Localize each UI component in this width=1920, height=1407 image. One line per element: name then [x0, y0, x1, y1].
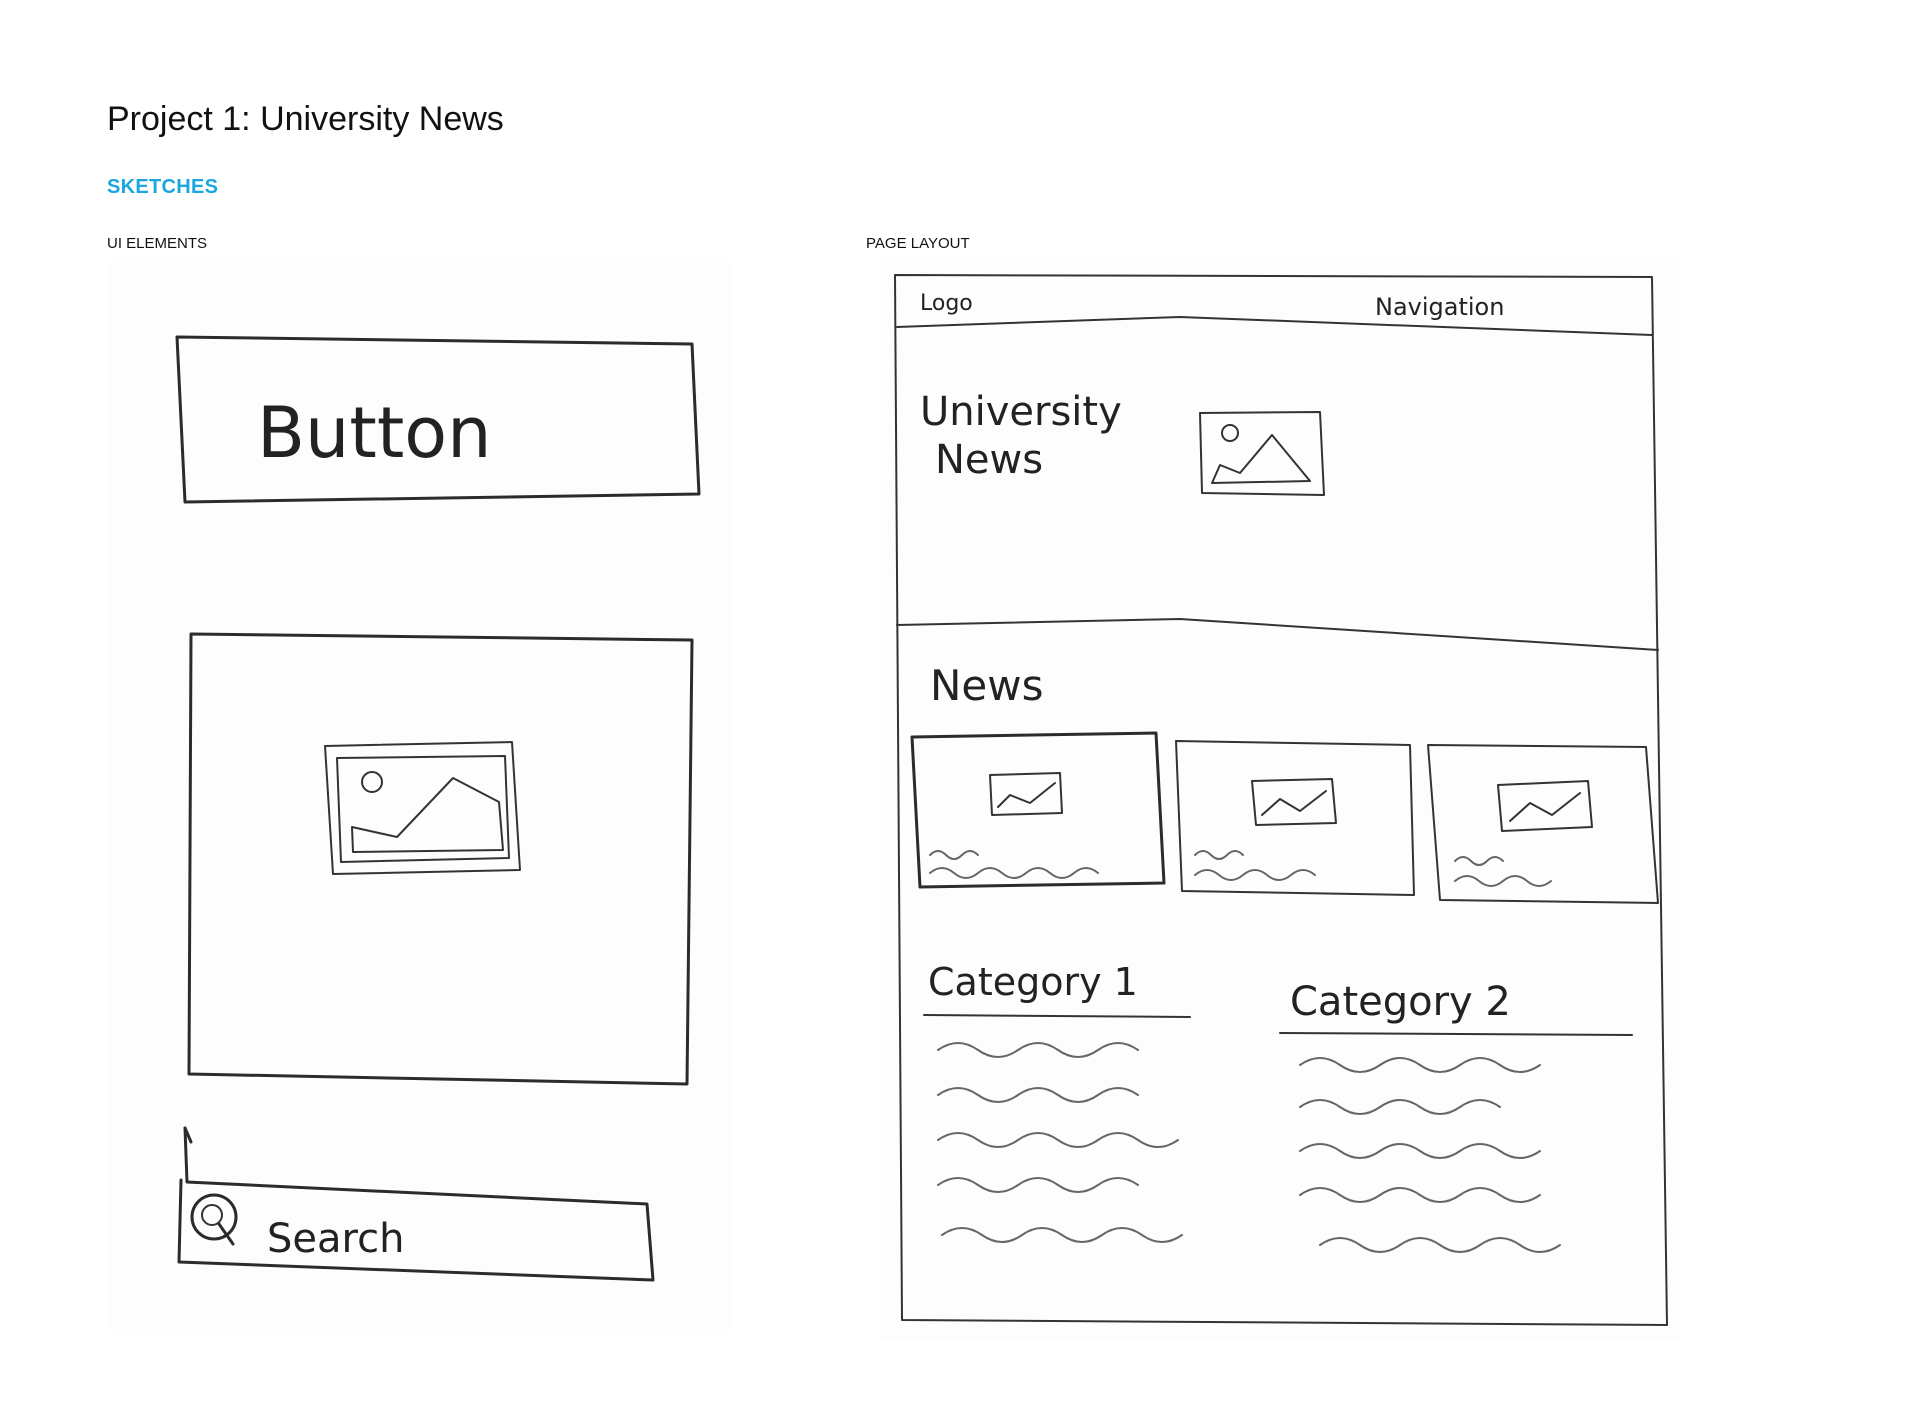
page-frame [894, 274, 1668, 1326]
hero-title-line2: News [935, 437, 1043, 483]
news-heading-sketch: News [930, 661, 1044, 710]
hero-sketch: University News [896, 389, 1659, 651]
sun-icon [361, 771, 383, 793]
search-sketch-label: Search [267, 1216, 404, 1262]
mountain-icon [351, 777, 504, 853]
nav-sketch-label: Navigation [1375, 293, 1504, 321]
category-2-sketch: Category 2 [1279, 979, 1633, 1253]
news-section-sketch: News [910, 661, 1659, 904]
category-1-heading: Category 1 [928, 960, 1138, 1004]
sun-icon [1221, 424, 1239, 442]
search-icon [190, 1193, 238, 1241]
page-layout-drawing: Logo Navigation University News News [894, 274, 1668, 1326]
news-card-sketch [1175, 740, 1415, 896]
mountain-icon [1211, 434, 1311, 484]
category-2-heading: Category 2 [1290, 979, 1511, 1025]
section-heading: SKETCHES [107, 176, 219, 198]
ui-elements-drawing: Button Search [175, 335, 701, 1282]
ui-elements-sketch: Button Search [107, 262, 731, 1330]
news-card-sketch [1427, 744, 1659, 904]
ui-elements-label: UI ELEMENTS [107, 235, 208, 252]
search-bar-sketch: Search [177, 1126, 655, 1282]
news-card-sketch [910, 731, 1166, 889]
page-layout-sketch: Logo Navigation University News News [880, 255, 1680, 1340]
page-layout-label: PAGE LAYOUT [866, 235, 970, 252]
logo-sketch-label: Logo [920, 291, 973, 316]
hero-title-line1: University [920, 389, 1122, 435]
page-title: Project 1: University News [107, 100, 504, 138]
button-sketch: Button [175, 335, 701, 504]
button-sketch-label: Button [257, 392, 491, 474]
image-card-sketch [187, 632, 694, 1086]
category-1-sketch: Category 1 [923, 960, 1191, 1243]
header-sketch: Logo Navigation [896, 291, 1653, 336]
